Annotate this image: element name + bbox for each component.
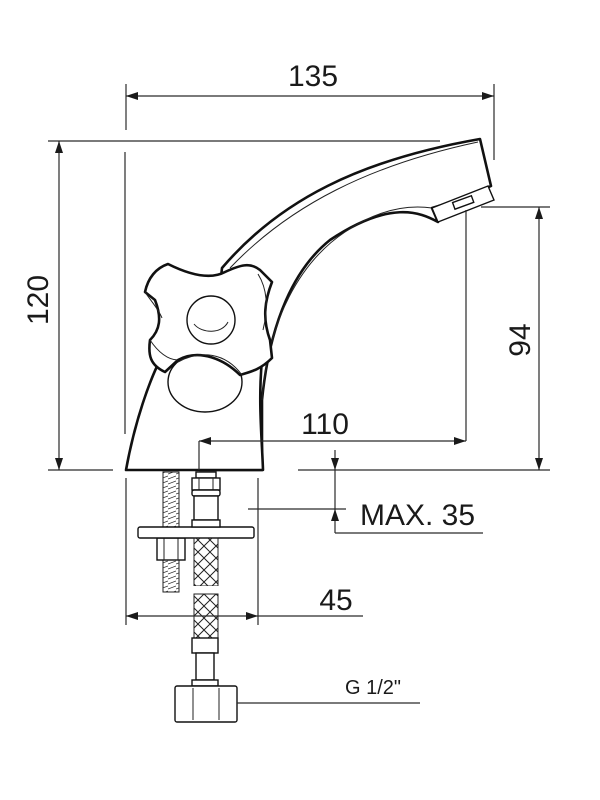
mounting-hardware [137, 471, 255, 723]
dimension-overall-height: 120 [22, 140, 440, 471]
max-thickness-label: MAX. 35 [360, 499, 475, 532]
dimension-base-width: 45 [125, 478, 363, 625]
dimension-max-deck-thickness: MAX. 35 [248, 450, 483, 534]
spout-height-label: 94 [504, 323, 537, 356]
dimension-overall-width: 135 [125, 60, 495, 160]
faucet-body [124, 137, 495, 472]
dimension-spout-reach: 110 [198, 210, 467, 470]
dimension-spout-height: 94 [298, 206, 550, 471]
height-label: 120 [22, 275, 55, 325]
thread-label: G 1/2" [345, 677, 401, 699]
width-label: 135 [288, 60, 338, 93]
spout-reach-label: 110 [301, 408, 349, 441]
callout-connection-thread: G 1/2" [237, 677, 420, 704]
base-width-label: 45 [319, 584, 352, 617]
